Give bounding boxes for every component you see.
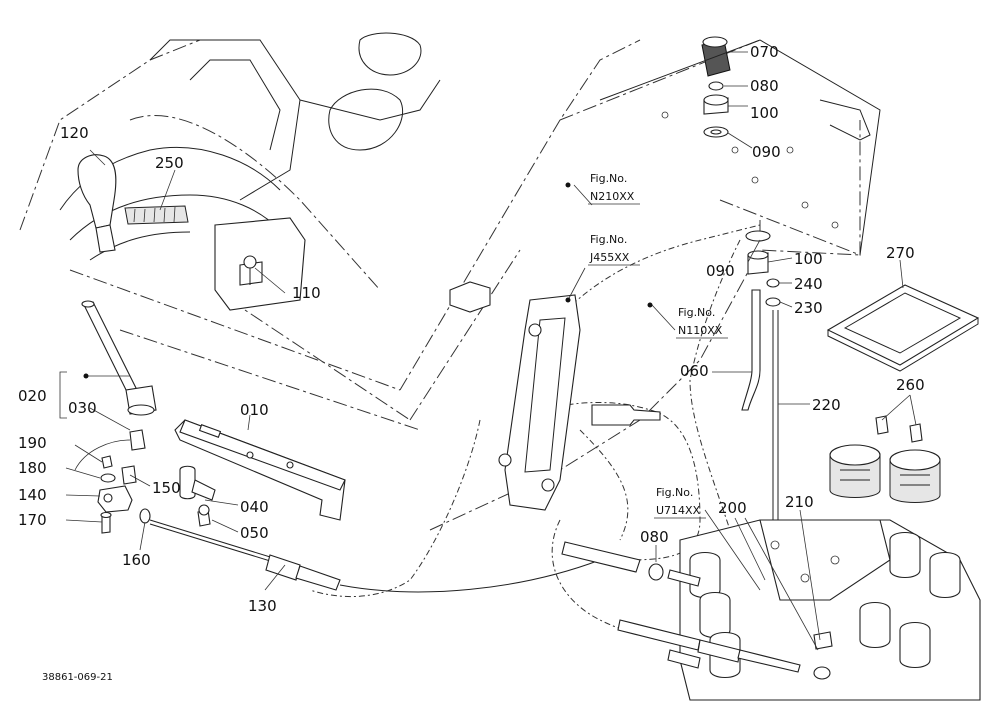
callout-260: 260 — [896, 376, 925, 394]
svg-text:J455XX: J455XX — [589, 251, 630, 264]
callout-210: 210 — [785, 493, 814, 511]
top-plate — [599, 39, 881, 256]
drawing-code: 38861-069-21 — [42, 672, 113, 683]
reference-dots — [83, 182, 653, 379]
callout-240: 240 — [794, 275, 823, 293]
callout-labels: 070 080 100 090 090 100 240 230 060 220 … — [18, 43, 925, 615]
callout-270: 270 — [886, 244, 915, 262]
callout-110: 110 — [292, 284, 321, 302]
callout-120: 120 — [60, 124, 89, 142]
side-panel — [449, 281, 661, 511]
fig-ref-n110: Fig.No. N110XX — [676, 306, 728, 339]
callout-010: 010 — [240, 401, 269, 419]
callout-040: 040 — [240, 498, 269, 516]
connectors-260 — [875, 415, 923, 443]
callout-030: 030 — [68, 399, 97, 417]
valve-cables — [561, 541, 833, 680]
leader-lines — [59, 51, 917, 651]
fig-ref-n210: Fig.No. N210XX — [588, 172, 640, 205]
fig-ref-j455: Fig.No. J455XX — [588, 233, 640, 266]
svg-text:Fig.No.: Fig.No. — [590, 172, 627, 185]
callout-060: 060 — [680, 362, 709, 380]
callout-250: 250 — [155, 154, 184, 172]
mount-bracket — [214, 217, 306, 311]
callout-080: 080 — [750, 77, 779, 95]
svg-text:Fig.No.: Fig.No. — [590, 233, 627, 246]
callout-180: 180 — [18, 459, 47, 477]
callout-230: 230 — [794, 299, 823, 317]
callout-070: 070 — [750, 43, 779, 61]
owners-manual — [826, 284, 980, 372]
callout-170: 170 — [18, 511, 47, 529]
callout-090: 090 — [752, 143, 781, 161]
callout-100: 100 — [794, 250, 823, 268]
svg-text:U714XX: U714XX — [656, 504, 701, 517]
callout-100: 100 — [750, 104, 779, 122]
svg-text:N110XX: N110XX — [678, 324, 723, 337]
console-housing — [59, 32, 441, 261]
callout-130: 130 — [248, 597, 277, 615]
callout-160: 160 — [122, 551, 151, 569]
svg-text:Fig.No.: Fig.No. — [656, 486, 693, 499]
figure-references: Fig.No. N210XX Fig.No. J455XX Fig.No. N1… — [588, 172, 728, 519]
control-valve — [679, 444, 981, 701]
fig-ref-u714: Fig.No. U714XX — [654, 486, 706, 519]
callout-050: 050 — [240, 524, 269, 542]
callout-090: 090 — [706, 262, 735, 280]
top-knob-stack — [701, 36, 731, 138]
callout-200: 200 — [718, 499, 747, 517]
control-cable-130 — [149, 519, 601, 593]
control-rods — [741, 230, 781, 525]
control-lever — [77, 154, 157, 451]
callout-080: 080 — [640, 528, 669, 546]
bracket-010 — [174, 419, 346, 521]
svg-text:Fig.No.: Fig.No. — [678, 306, 715, 319]
callout-190: 190 — [18, 434, 47, 452]
callout-150: 150 — [152, 479, 181, 497]
callout-140: 140 — [18, 486, 47, 504]
callout-020: 020 — [18, 387, 47, 405]
left-hardware — [74, 439, 211, 534]
svg-text:N210XX: N210XX — [590, 190, 635, 203]
callout-220: 220 — [812, 396, 841, 414]
